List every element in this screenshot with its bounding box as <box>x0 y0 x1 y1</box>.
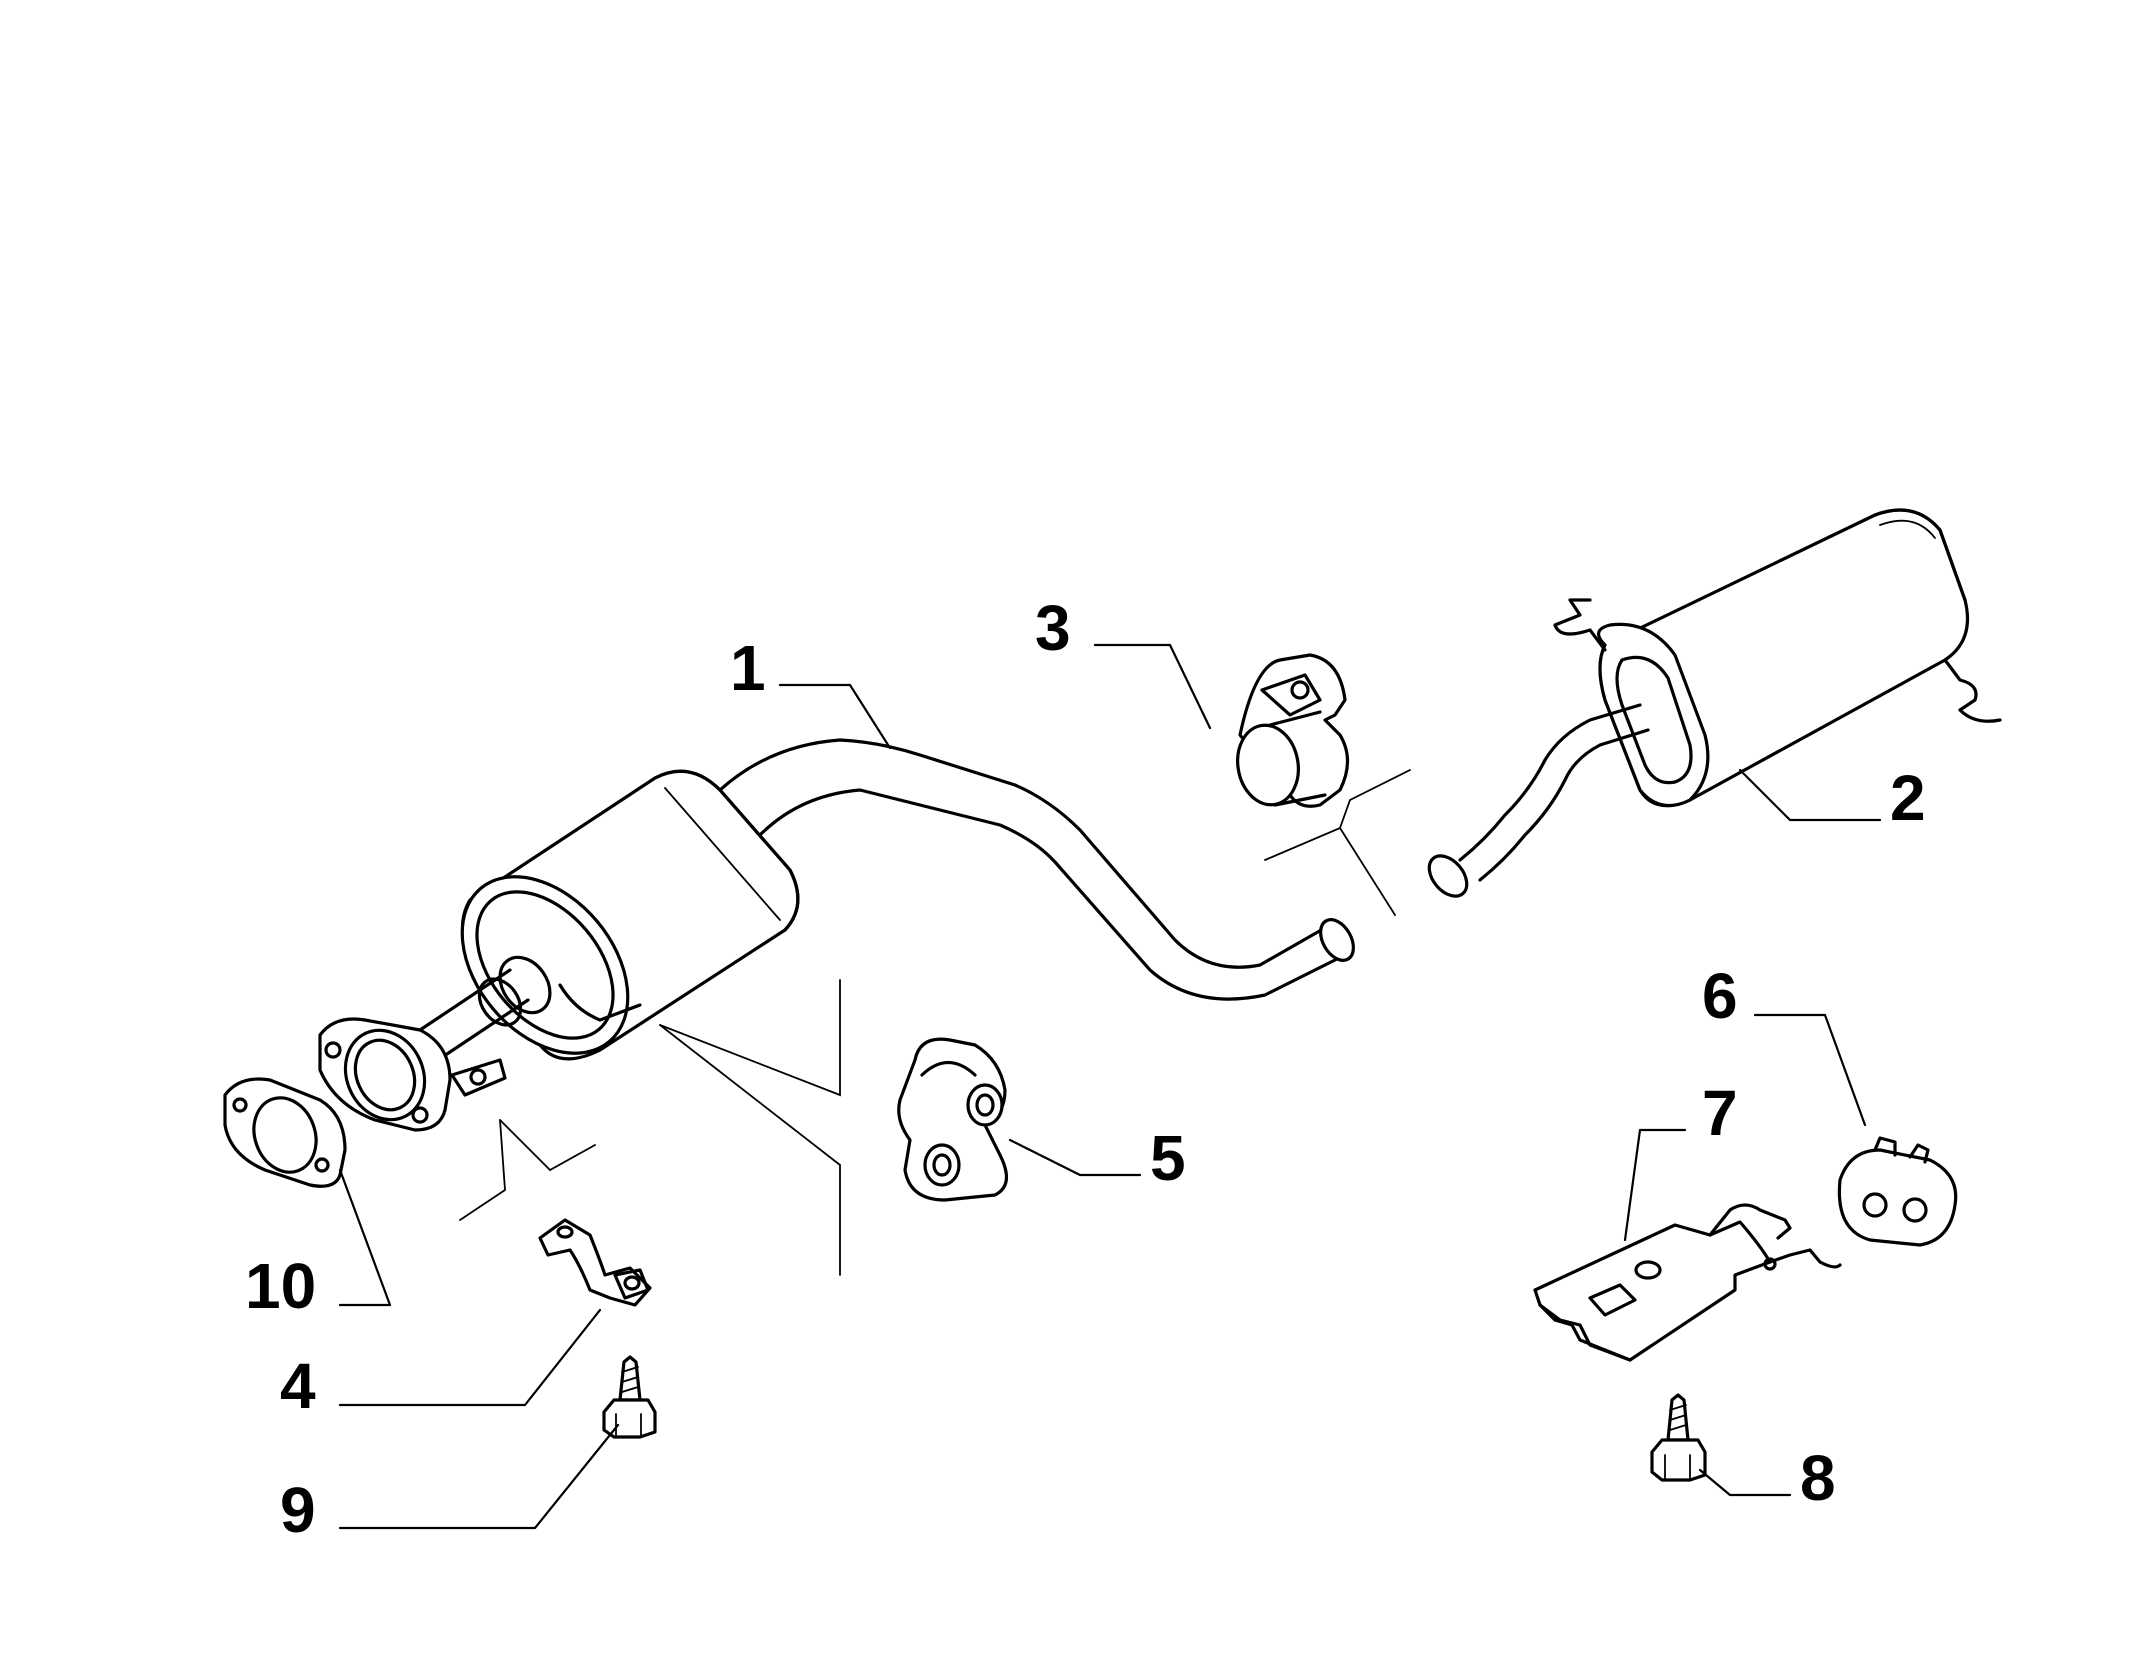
part-2-rear-silencer[interactable] <box>1422 508 2002 903</box>
break-markers <box>459 769 1411 1276</box>
callout-2: 2 <box>1890 762 1926 834</box>
callout-9: 9 <box>280 1474 316 1546</box>
callout-5: 5 <box>1150 1122 1186 1194</box>
callout-7: 7 <box>1702 1077 1738 1149</box>
callout-4: 4 <box>280 1350 316 1422</box>
part-9-bolt[interactable] <box>602 1355 657 1439</box>
part-3-pipe-clamp[interactable] <box>1232 653 1350 810</box>
leader-lines <box>338 643 1882 1530</box>
callout-10: 10 <box>245 1250 316 1322</box>
part-8-bolt[interactable] <box>1650 1393 1707 1482</box>
callout-1: 1 <box>730 632 766 704</box>
callout-8: 8 <box>1800 1442 1836 1514</box>
part-4-mounting-bracket[interactable] <box>538 1218 652 1307</box>
callout-labels: 1 2 3 4 5 6 7 8 9 10 <box>245 592 1926 1546</box>
part-6-rubber-insulator[interactable] <box>1837 1136 1958 1247</box>
callout-3: 3 <box>1035 592 1071 664</box>
part-7-heat-shield-plate[interactable] <box>1533 1203 1842 1362</box>
part-1-intermediate-pipe-with-silencer[interactable] <box>318 738 1360 1133</box>
callout-6: 6 <box>1702 960 1738 1032</box>
part-10-gasket[interactable] <box>223 1077 347 1188</box>
part-5-rubber-hanger[interactable] <box>897 1037 1008 1202</box>
